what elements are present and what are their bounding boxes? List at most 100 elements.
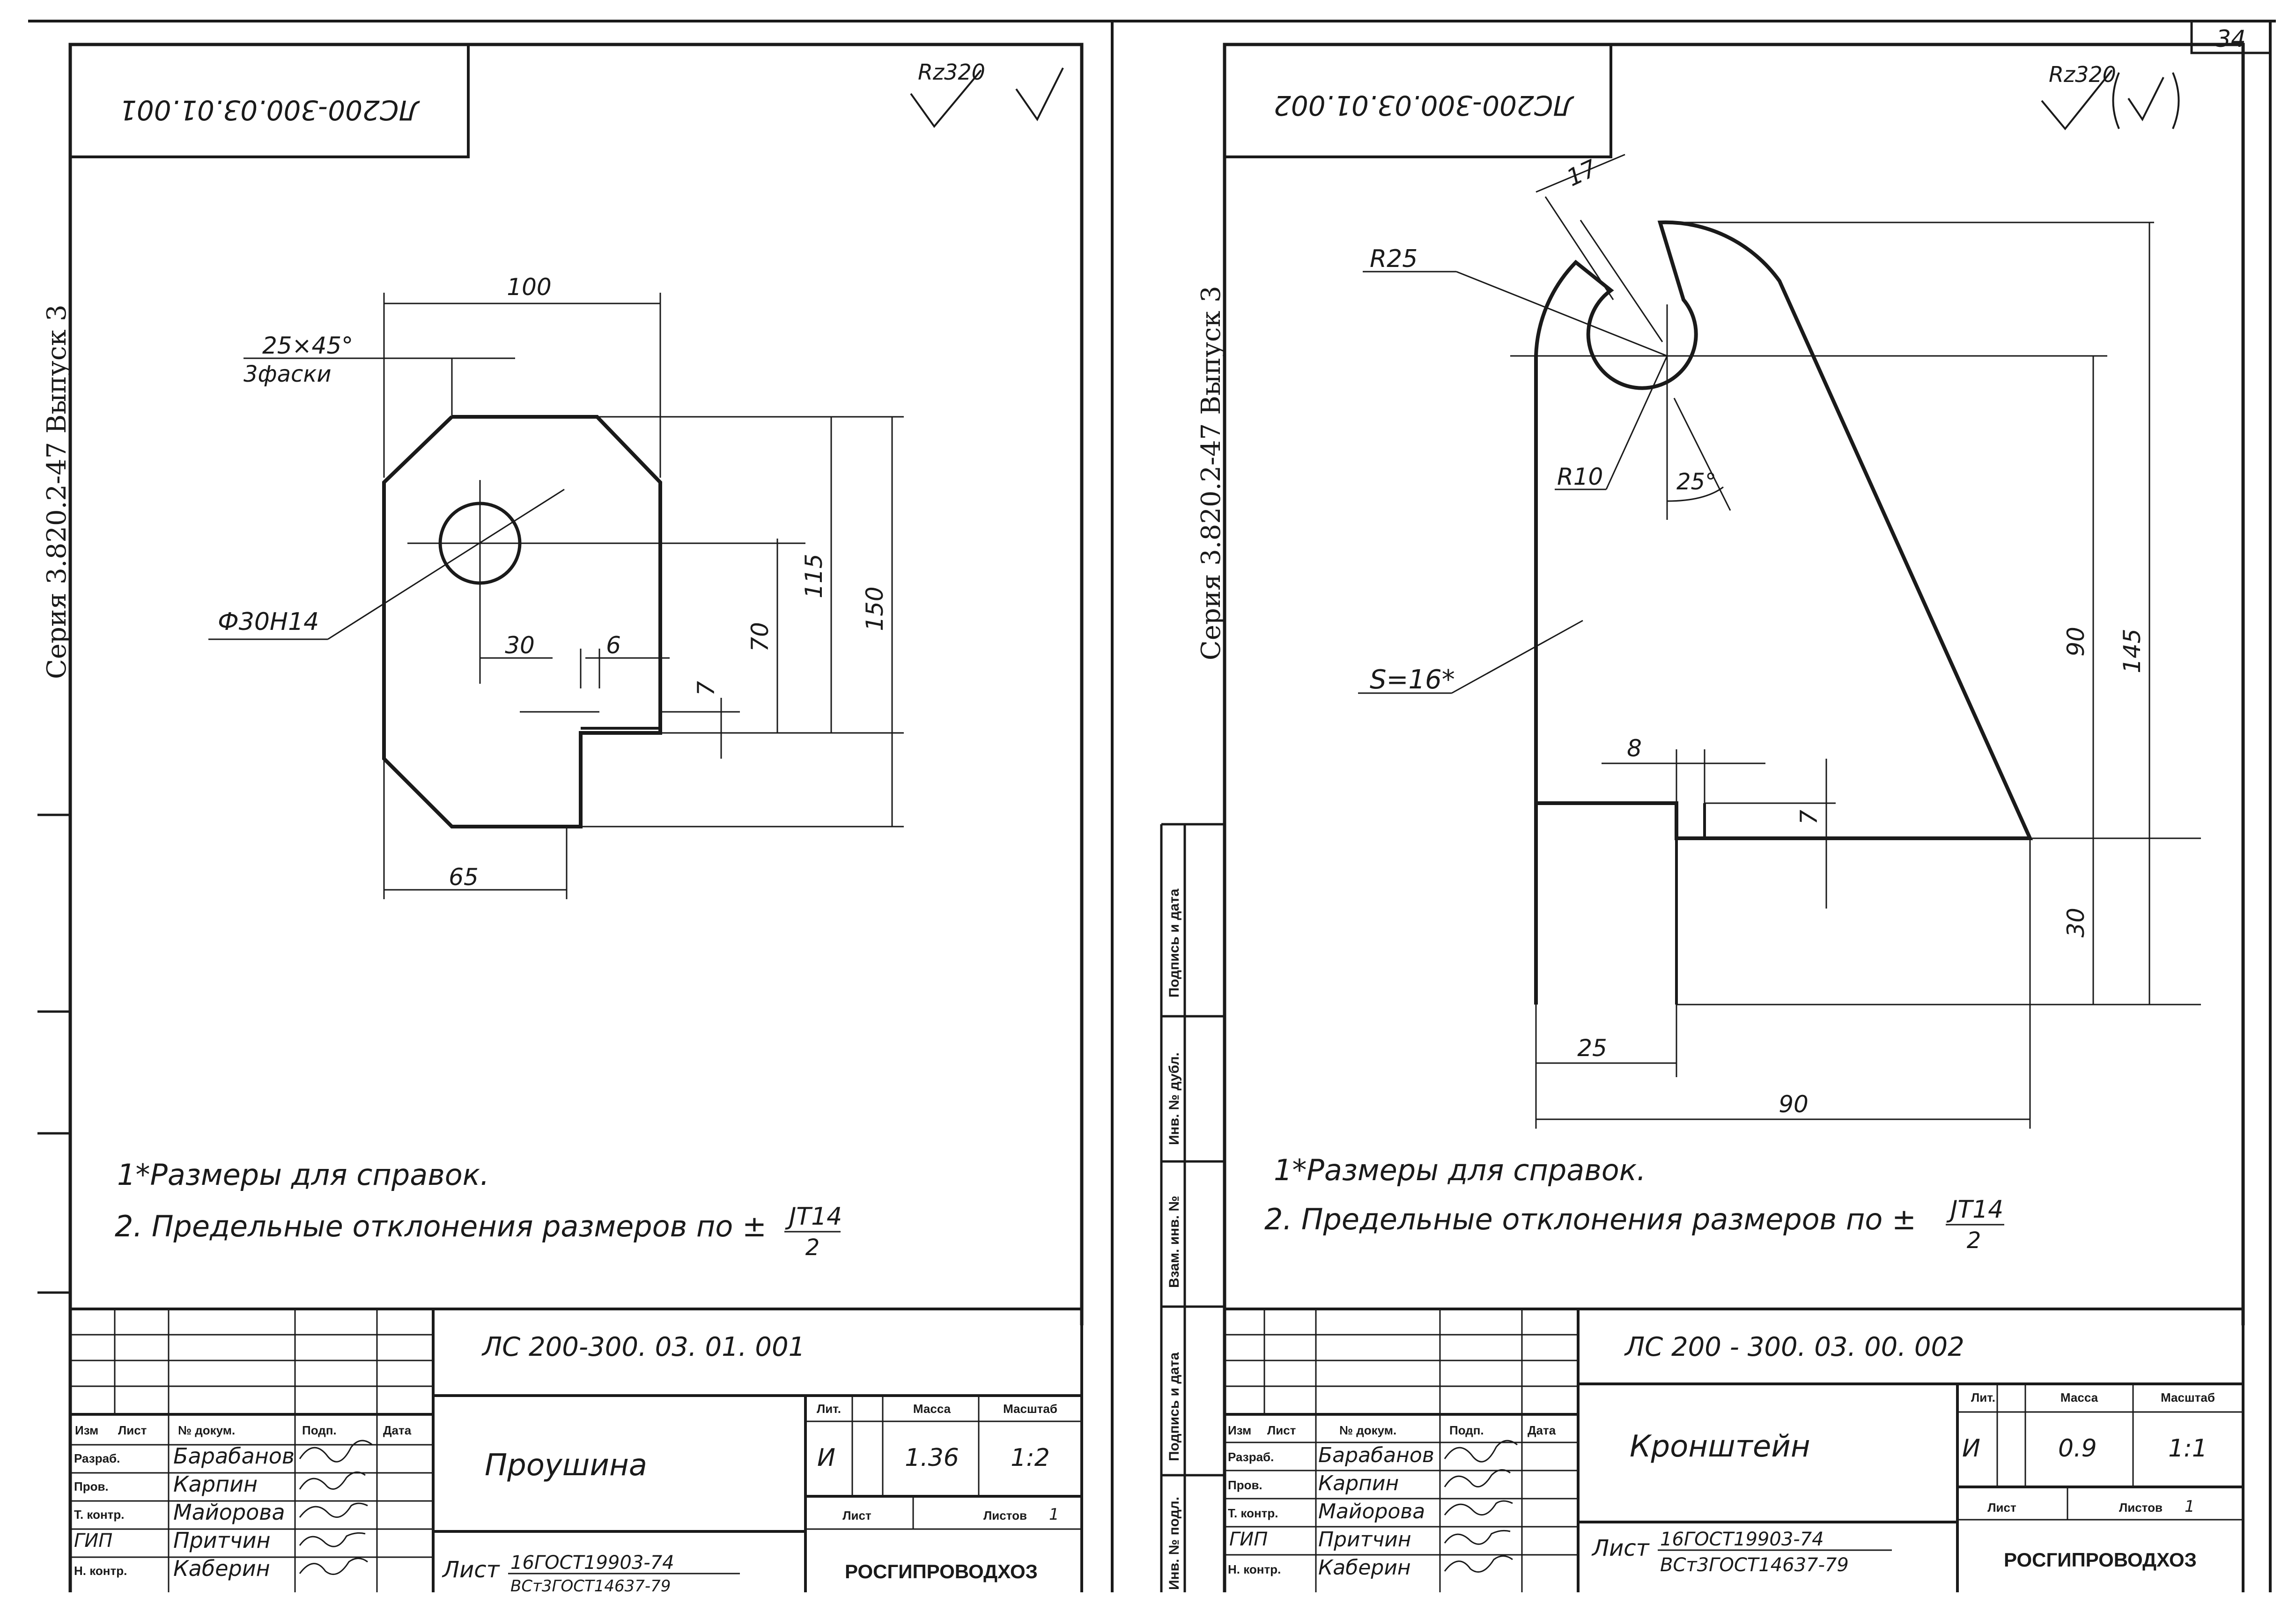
material-fraction-right: 16ГОСТ19903-74 (1660, 1529, 1824, 1550)
person-4-right: Притчин (1318, 1528, 1411, 1552)
series-label-right: Серия 3.820.2-47 Выпуск 3 (1196, 286, 1226, 660)
note-2-den-left: 2 (805, 1234, 820, 1261)
hdr-scale-left: Масштаб (1003, 1402, 1057, 1416)
label-r10: R10 (1557, 463, 1603, 490)
dim-h150: 150 (861, 586, 888, 631)
organization-right: РОСГИПРОВОДХОЗ (2004, 1549, 2197, 1571)
drawing-left: ЛС200-300.03.01.001 Rz320 100 25×45° 3фа… (68, 43, 1084, 1596)
hdr-mass-right: Масса (2060, 1390, 2098, 1404)
role-2-right: Пров. (1228, 1478, 1262, 1492)
angle-25 (1666, 356, 1724, 520)
hdr-docno-right: № докум. (1339, 1423, 1396, 1437)
hdr-docno-left: № докум. (178, 1423, 235, 1437)
person-2-right: Карпин (1318, 1471, 1399, 1495)
roughness-sign-left: Rz320 (910, 59, 1064, 128)
hdr-lit-right: Лит. (1971, 1390, 1995, 1404)
person-1-right: Барабанов (1318, 1443, 1434, 1467)
hdr-mass-left: Масса (913, 1402, 951, 1416)
hdr-sign-right: Подп. (1449, 1423, 1484, 1437)
label-thickness: S=16* (1370, 665, 1455, 695)
dim-h7-value: 7 (1795, 810, 1823, 825)
note-1-left: 1*Размеры для справок. (117, 1158, 489, 1192)
dim-h90: 90 (2062, 627, 2089, 657)
person-1-left: Барабанов (173, 1443, 295, 1469)
lit-value-left: И (817, 1444, 835, 1472)
person-5-right: Каберин (1318, 1556, 1411, 1580)
role-4-right: ГИП (1229, 1529, 1268, 1550)
dim-h115: 115 (800, 554, 827, 598)
part-name-left: Проушина (485, 1448, 647, 1483)
sheets-total-left: 1 (1049, 1505, 1059, 1524)
part-name-right: Кронштейн (1630, 1429, 1810, 1464)
person-3-left: Майорова (173, 1500, 285, 1525)
sheet-borders (28, 20, 2276, 1592)
note-1-right: 1*Размеры для справок. (1274, 1153, 1646, 1187)
role-2-left: Пров. (74, 1479, 109, 1493)
role-5-right: Н. контр. (1228, 1562, 1281, 1576)
page-number: 34 (2216, 25, 2246, 52)
centerlines-right (1510, 222, 2154, 421)
role-4-left: ГИП (74, 1530, 112, 1552)
lit-value-right: И (1962, 1434, 1980, 1463)
stamp-col-2: Инв. № дубл. (1166, 1052, 1182, 1145)
material-label-left: Лист (442, 1557, 501, 1583)
scale-value-right: 1:1 (2168, 1434, 2207, 1463)
stamp-col-4: Подпись и дата (1166, 1352, 1182, 1461)
material-label-right: Лист (1591, 1535, 1650, 1561)
hdr-sign-left: Подп. (302, 1423, 337, 1437)
label-r25: R25 (1370, 245, 1417, 273)
sheets-total-right: 1 (2185, 1497, 2195, 1516)
note-2-den-right: 2 (1967, 1227, 1981, 1254)
leader-r25 (1363, 271, 1668, 357)
dim-width-top-value: 100 (507, 273, 551, 301)
hdr-lit-left: Лит. (817, 1402, 841, 1416)
roughness-sign-right: Rz320 (2041, 62, 2180, 131)
dim-w8-value: 8 (1627, 735, 1642, 762)
part-outline-left (382, 415, 662, 828)
dim-w25-value: 25 (1577, 1035, 1607, 1062)
hdr-list-right: Лист (1987, 1501, 2016, 1515)
label-angle25: 25° (1676, 469, 1716, 495)
stamp-col-5: Инв. № подл. (1166, 1497, 1182, 1590)
scale-value-left: 1:2 (1011, 1444, 1050, 1472)
dim-w17 (1536, 154, 1625, 193)
roughness-value-right: Rz320 (2049, 62, 2116, 87)
title-block-right: ЛС 200 - 300. 03. 00. 002 Изм Лист № док… (1225, 1308, 2244, 1592)
drawing-right: ЛС200-300.03.01.002 Подпись и дата Инв. … (1160, 43, 2245, 1592)
hdr-sheets-left: Листов (983, 1508, 1027, 1523)
dim-w65-value: 65 (449, 864, 479, 891)
dim-w65 (383, 759, 568, 899)
dim-w90-value: 90 (1779, 1091, 1809, 1118)
dim-slot-7 (660, 698, 740, 759)
dim-h70: 70 (746, 622, 774, 652)
mass-value-left: 1.36 (905, 1444, 959, 1472)
series-label-left: Серия 3.820.2-47 Выпуск 3 (42, 304, 72, 679)
dim-heights-left (581, 416, 904, 828)
code-rotated-right: ЛС200-300.03.01.002 (1274, 89, 1574, 121)
hdr-scale-right: Масштаб (2161, 1390, 2215, 1404)
role-1-left: Разраб. (74, 1451, 120, 1465)
role-5-left: Н. контр. (74, 1564, 127, 1578)
organization-left: РОСГИПРОВОДХОЗ (845, 1560, 1038, 1582)
part-outline-right (1534, 220, 2033, 1005)
person-4-left: Притчин (173, 1528, 271, 1553)
dim-heights-right (1676, 222, 2201, 1005)
stamp-strip: Подпись и дата Инв. № дубл. Взам. инв. №… (1160, 823, 1225, 1592)
hdr-sheet-right: Лист (1267, 1423, 1296, 1437)
dim-offset-30: 30 (505, 632, 535, 659)
dim-h7 (1705, 759, 1836, 909)
centerlines-left (407, 480, 805, 713)
person-3-right: Майорова (1318, 1500, 1425, 1523)
chamfer-leader (244, 357, 515, 417)
hdr-sheets-right: Листов (2119, 1501, 2163, 1515)
hole-label: Ф30Н14 (218, 608, 319, 636)
dim-h145: 145 (2119, 628, 2146, 673)
material-fraction-left: 16ГОСТ19903-74 (510, 1552, 674, 1574)
dim-slot-6: 6 (606, 632, 621, 659)
hole-leader (208, 488, 565, 640)
stamp-col-1: Подпись и дата (1166, 888, 1182, 998)
code-rotated-left: ЛС200-300.03.01.001 (119, 94, 420, 126)
role-3-right: Т. контр. (1228, 1506, 1278, 1520)
hdr-date-right: Дата (1528, 1423, 1556, 1437)
